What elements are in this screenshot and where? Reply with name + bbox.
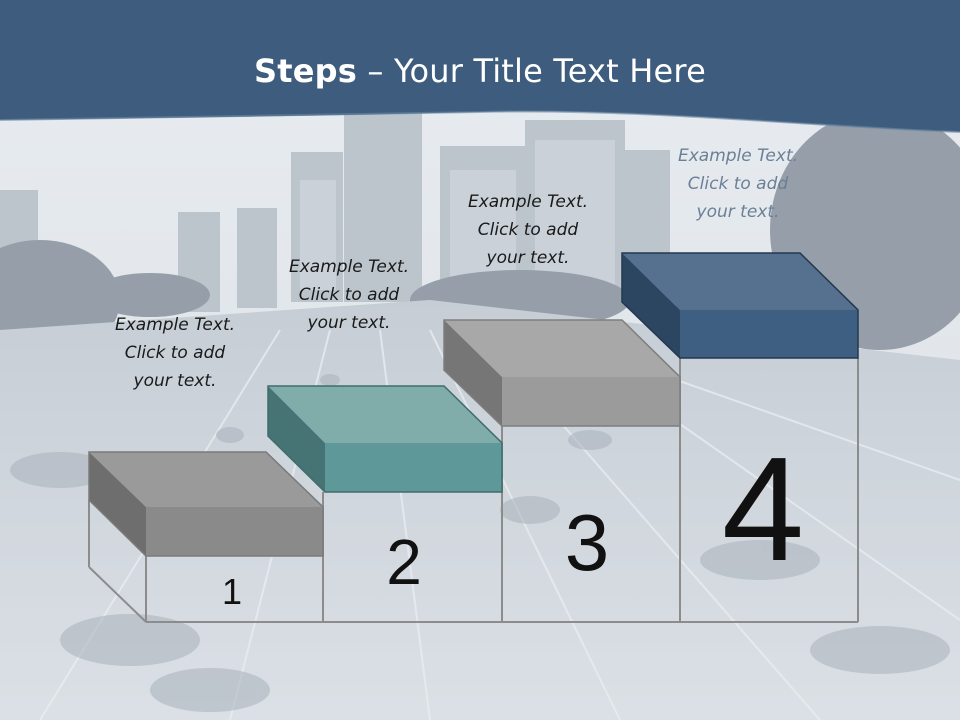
step-1-number: 1 xyxy=(222,571,242,612)
step-2-number: 2 xyxy=(386,526,422,598)
step-3-number: 3 xyxy=(565,498,610,587)
caption-line: Example Text. xyxy=(114,315,236,335)
step-3-caption[interactable]: Example Text. Click to add your text. xyxy=(433,188,623,272)
step-1-block[interactable] xyxy=(88,451,324,557)
step-4-caption[interactable]: Example Text. Click to add your text. xyxy=(643,142,833,226)
slide-title[interactable]: Steps – Your Title Text Here xyxy=(0,52,960,90)
step-4-number: 4 xyxy=(722,427,804,592)
title-bold: Steps xyxy=(254,52,358,90)
step-2-block[interactable] xyxy=(267,385,503,493)
step-3-block[interactable] xyxy=(443,319,681,427)
title-text: – Your Title Text Here xyxy=(357,52,706,90)
caption-line: Click to add xyxy=(124,343,226,363)
caption-line: your text. xyxy=(307,313,391,333)
caption-line: Click to add xyxy=(298,285,400,305)
caption-line: Example Text. xyxy=(677,146,799,166)
step-1-caption[interactable]: Example Text. Click to add your text. xyxy=(80,311,270,395)
caption-line: your text. xyxy=(696,202,780,222)
step-4-block[interactable] xyxy=(621,252,859,359)
caption-line: Click to add xyxy=(687,174,789,194)
caption-line: Example Text. xyxy=(288,257,410,277)
caption-line: your text. xyxy=(486,248,570,268)
caption-line: your text. xyxy=(133,371,217,391)
caption-line: Example Text. xyxy=(467,192,589,212)
step-2-caption[interactable]: Example Text. Click to add your text. xyxy=(254,253,444,337)
caption-line: Click to add xyxy=(477,220,579,240)
